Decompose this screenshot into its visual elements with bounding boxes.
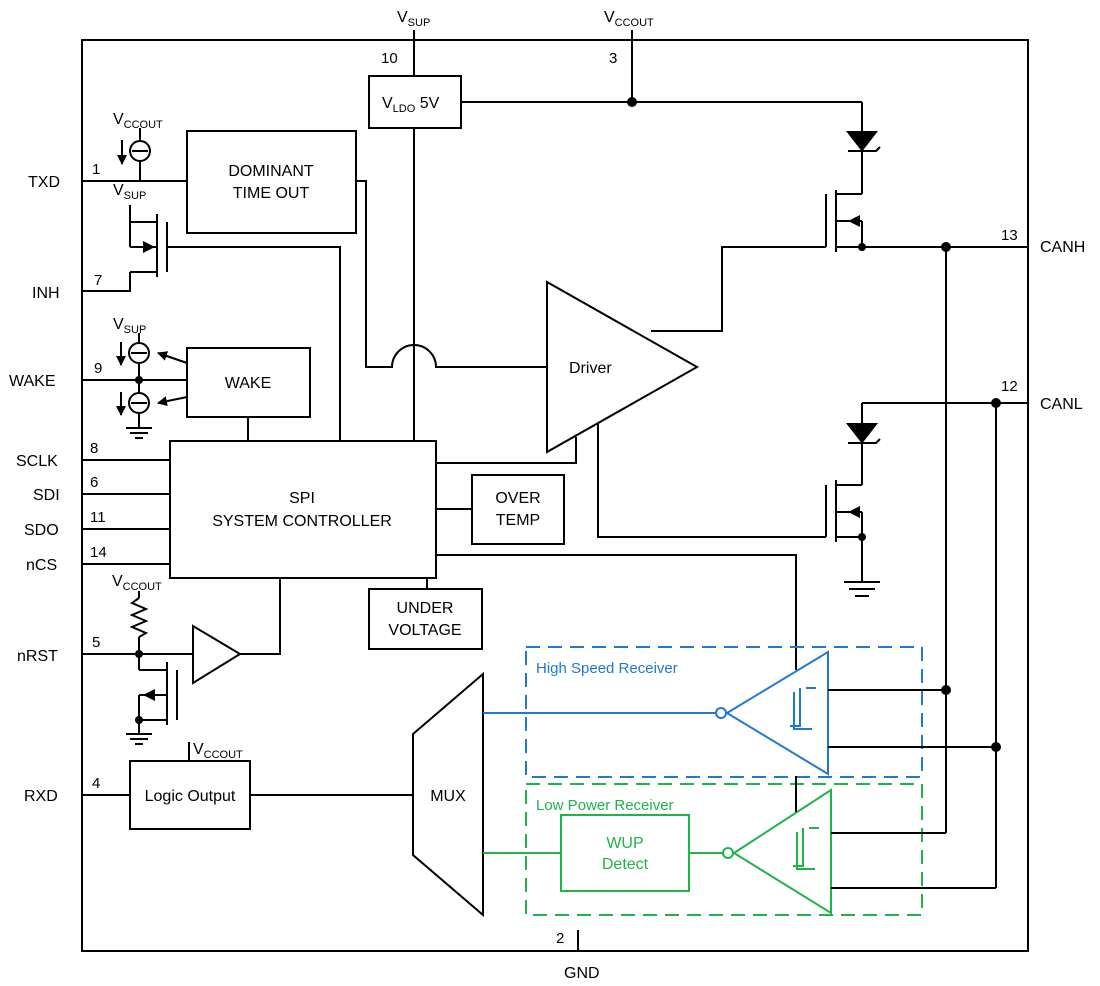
low-power-receiver-label: Low Power Receiver [536, 797, 674, 814]
canl-diode-icon [845, 423, 879, 444]
vsup-main-label: VSUP [397, 9, 430, 29]
pin-number-sdi: 6 [90, 474, 98, 491]
pin-label-txd: TXD [28, 174, 60, 191]
dominant-timeout-line2: TIME OUT [233, 185, 310, 202]
wake-block [186, 347, 311, 418]
pin-label-rxd: RXD [24, 788, 58, 805]
pin-label-nrst: nRST [17, 648, 58, 665]
pin-number-canh: 13 [1001, 227, 1018, 244]
low-power-receiver-group [525, 783, 923, 916]
vccout-main-label: VCCOUT [604, 9, 654, 29]
vsup-wake-label: VSUP [113, 316, 146, 336]
spi-label-line1: SPI [289, 490, 315, 507]
pin-label-canh: CANH [1040, 239, 1085, 256]
spi-system-controller [169, 440, 437, 579]
vldo-label: VLDO 5V [382, 95, 440, 115]
pin-label-inh: INH [32, 285, 60, 302]
pin-number-vccout: 3 [609, 50, 617, 67]
vsup-txd-label: VSUP [113, 182, 146, 202]
nrst-transistor-icon [138, 654, 178, 725]
vccout-txd-label: VCCOUT [113, 111, 163, 131]
spi-label-line2: SYSTEM CONTROLLER [212, 513, 392, 530]
mux-block [412, 671, 484, 918]
pin-label-ncs: nCS [26, 557, 57, 574]
undervoltage-block [368, 588, 483, 650]
dominant-timeout-block [186, 130, 357, 234]
high-speed-comparator [725, 650, 829, 776]
wup-detect-line1: WUP [606, 835, 643, 852]
pin-number-vsup: 10 [381, 50, 398, 67]
txd-current-source-icon [117, 140, 151, 165]
nrst-buffer [192, 624, 242, 685]
overtemp-line1: OVER [495, 490, 540, 507]
pin-label-canl: CANL [1040, 396, 1083, 413]
low-power-comparator [732, 788, 832, 915]
canl-ground-icon [844, 581, 880, 597]
wup-detect-block [560, 814, 690, 892]
logic-output-label: Logic Output [145, 788, 236, 805]
pin-label-sdi: SDI [33, 487, 60, 504]
pin-number-wake: 9 [94, 360, 102, 377]
pin-number-sclk: 8 [90, 440, 98, 457]
vccout-nrst-label: VCCOUT [112, 573, 162, 593]
pin-number-canl: 12 [1001, 378, 1018, 395]
nrst-ground-icon [126, 733, 152, 745]
high-speed-receiver-group [525, 646, 923, 778]
vldo-regulator [368, 75, 462, 129]
wake-current-source-up-icon [116, 342, 150, 366]
pin-label-gnd: GND [564, 965, 600, 982]
pin-label-sdo: SDO [24, 522, 59, 539]
wake-ground-icon [126, 427, 152, 439]
mux-label: MUX [430, 788, 466, 805]
canl-transistor-icon [825, 480, 863, 542]
pin-number-sdo: 11 [90, 509, 106, 526]
canh-diode-icon [845, 131, 879, 152]
pin-number-gnd: 2 [556, 930, 564, 947]
high-speed-receiver-label: High Speed Receiver [536, 660, 678, 677]
nrst-resistor-icon [129, 597, 149, 638]
high-speed-hysteresis-icon [790, 687, 816, 730]
pin-number-inh: 7 [94, 272, 102, 289]
dominant-timeout-line1: DOMINANT [228, 163, 314, 180]
undervoltage-line1: UNDER [397, 600, 454, 617]
pin-number-rxd: 4 [92, 775, 100, 792]
pin-label-wake: WAKE [9, 373, 56, 390]
wake-current-source-down-icon [116, 392, 150, 416]
vccout-logic-label: VCCOUT [193, 741, 243, 761]
pin-number-ncs: 14 [90, 544, 107, 561]
wake-block-label: WAKE [225, 375, 272, 392]
undervoltage-line2: VOLTAGE [388, 622, 461, 639]
inh-transistor-icon [129, 205, 168, 277]
pin-number-txd: 1 [92, 161, 100, 178]
overtemp-line2: TEMP [496, 512, 540, 529]
pin-label-sclk: SCLK [16, 453, 58, 470]
canh-transistor-icon [825, 190, 863, 252]
chip-outline [81, 39, 1029, 952]
wup-detect-line2: Detect [602, 856, 649, 873]
driver-label: Driver [569, 360, 612, 377]
low-power-hysteresis-icon [793, 827, 819, 870]
overtemp-block [471, 474, 565, 545]
pin-number-nrst: 5 [92, 634, 100, 651]
